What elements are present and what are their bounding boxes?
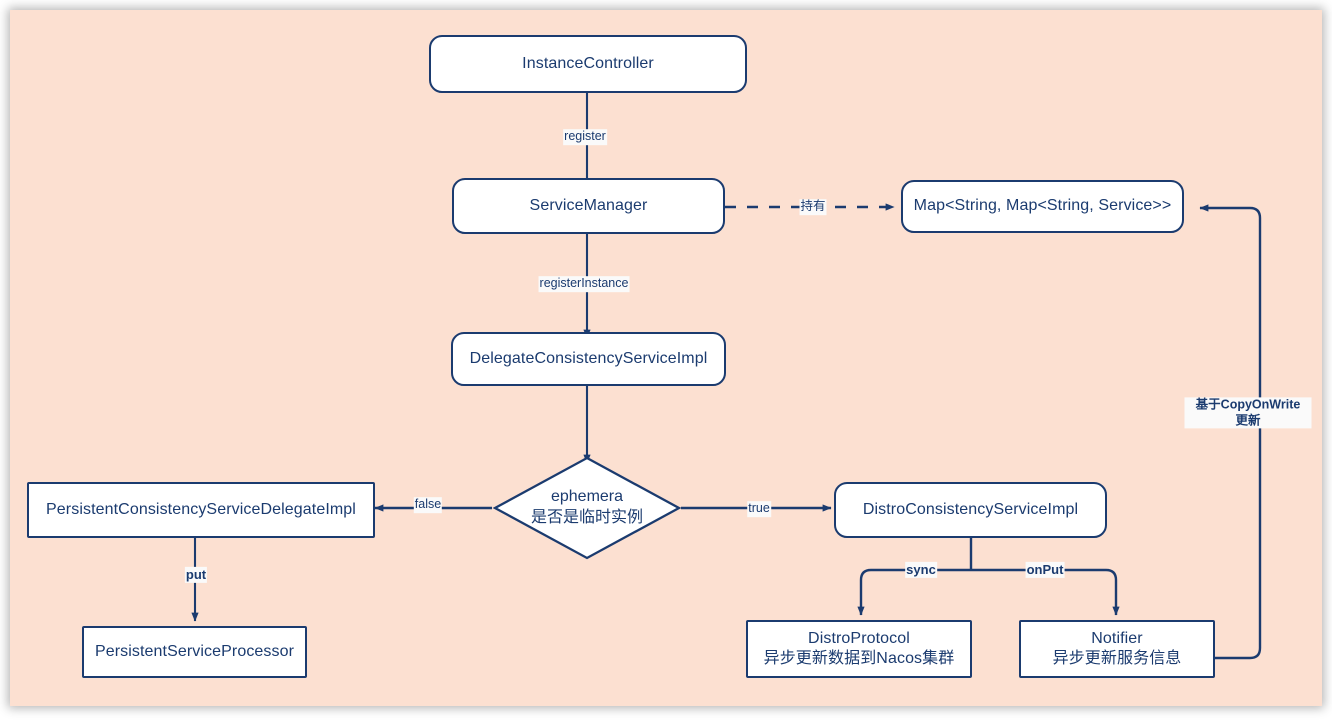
edge-label-false: false [413,497,443,513]
node-delegate-consistency-service[interactable]: DelegateConsistencyServiceImpl [451,332,726,386]
decision-diamond-shape [492,456,682,560]
edge-label-register-instance: registerInstance [538,276,630,292]
node-service-map[interactable]: Map<String, Map<String, Service>> [901,180,1184,233]
edge-label-put: put [184,566,208,584]
edge-label-copy-on-write-line1: 基于CopyOnWrite [1195,397,1301,412]
node-distro-protocol-line2: 异步更新数据到Nacos集群 [763,650,955,667]
node-instance-controller[interactable]: InstanceController [429,35,747,93]
edge-copy-on-write [1199,204,1262,660]
edge-label-onput: onPut [1025,561,1065,579]
node-service-manager-label: ServiceManager [529,196,648,214]
edge-label-true: true [747,501,771,517]
edge-label-register: register [563,129,607,145]
node-instance-controller-label: InstanceController [522,54,654,72]
node-notifier-line2: 异步更新服务信息 [1052,650,1182,667]
node-distro-consistency-service[interactable]: DistroConsistencyServiceImpl [834,482,1107,538]
diagram-canvas: Map --> InstanceController ServiceManage… [10,10,1322,706]
node-persistent-consistency-delegate[interactable]: PersistentConsistencyServiceDelegateImpl [27,482,375,538]
node-distro-consistency-service-label: DistroConsistencyServiceImpl [862,500,1079,518]
node-delegate-consistency-service-label: DelegateConsistencyServiceImpl [469,349,708,367]
edge-label-copy-on-write-line2: 更新 [1235,413,1261,427]
node-ephemeral-decision[interactable]: ephemera 是否是临时实例 [492,455,682,561]
node-distro-protocol-line1: DistroProtocol [808,629,910,647]
node-persistent-service-processor-label: PersistentServiceProcessor [94,642,295,660]
edge-onput [971,568,1120,616]
node-distro-protocol[interactable]: DistroProtocol 异步更新数据到Nacos集群 [746,620,972,678]
node-persistent-service-processor[interactable]: PersistentServiceProcessor [82,626,307,678]
node-notifier-line1: Notifier [1091,629,1143,647]
edge-label-sync: sync [905,561,937,579]
node-service-map-label: Map<String, Map<String, Service>> [913,197,1172,215]
edge-label-copy-on-write: 基于CopyOnWrite 更新 [1184,397,1312,429]
node-service-manager[interactable]: ServiceManager [452,178,725,234]
node-notifier[interactable]: Notifier 异步更新服务信息 [1019,620,1215,678]
edge-sync [857,568,971,616]
node-persistent-consistency-delegate-label: PersistentConsistencyServiceDelegateImpl [46,500,356,518]
edge-label-holds: 持有 [799,199,827,215]
